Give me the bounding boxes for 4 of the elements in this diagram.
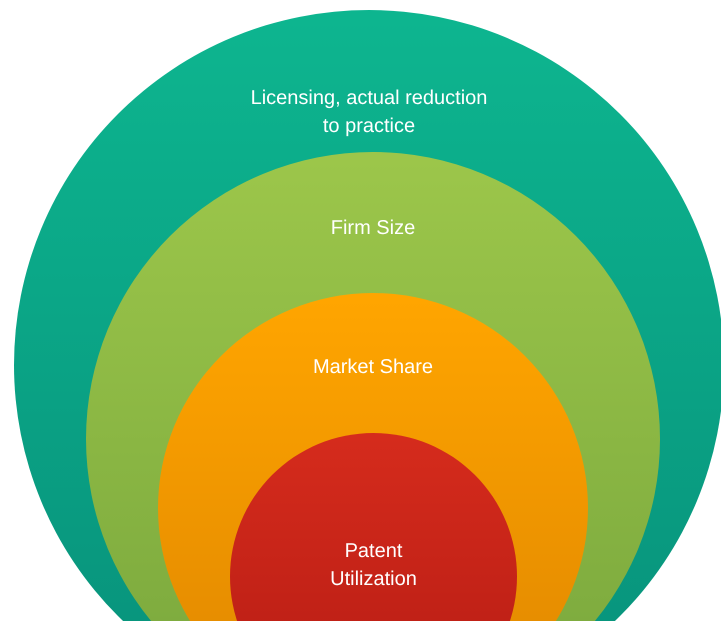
circle-label: Patent Utilization bbox=[329, 539, 418, 592]
circle-label: Market Share bbox=[312, 355, 434, 380]
circle-label: Licensing, actual reduction to practice bbox=[250, 86, 488, 139]
circle-label: Firm Size bbox=[330, 216, 416, 241]
